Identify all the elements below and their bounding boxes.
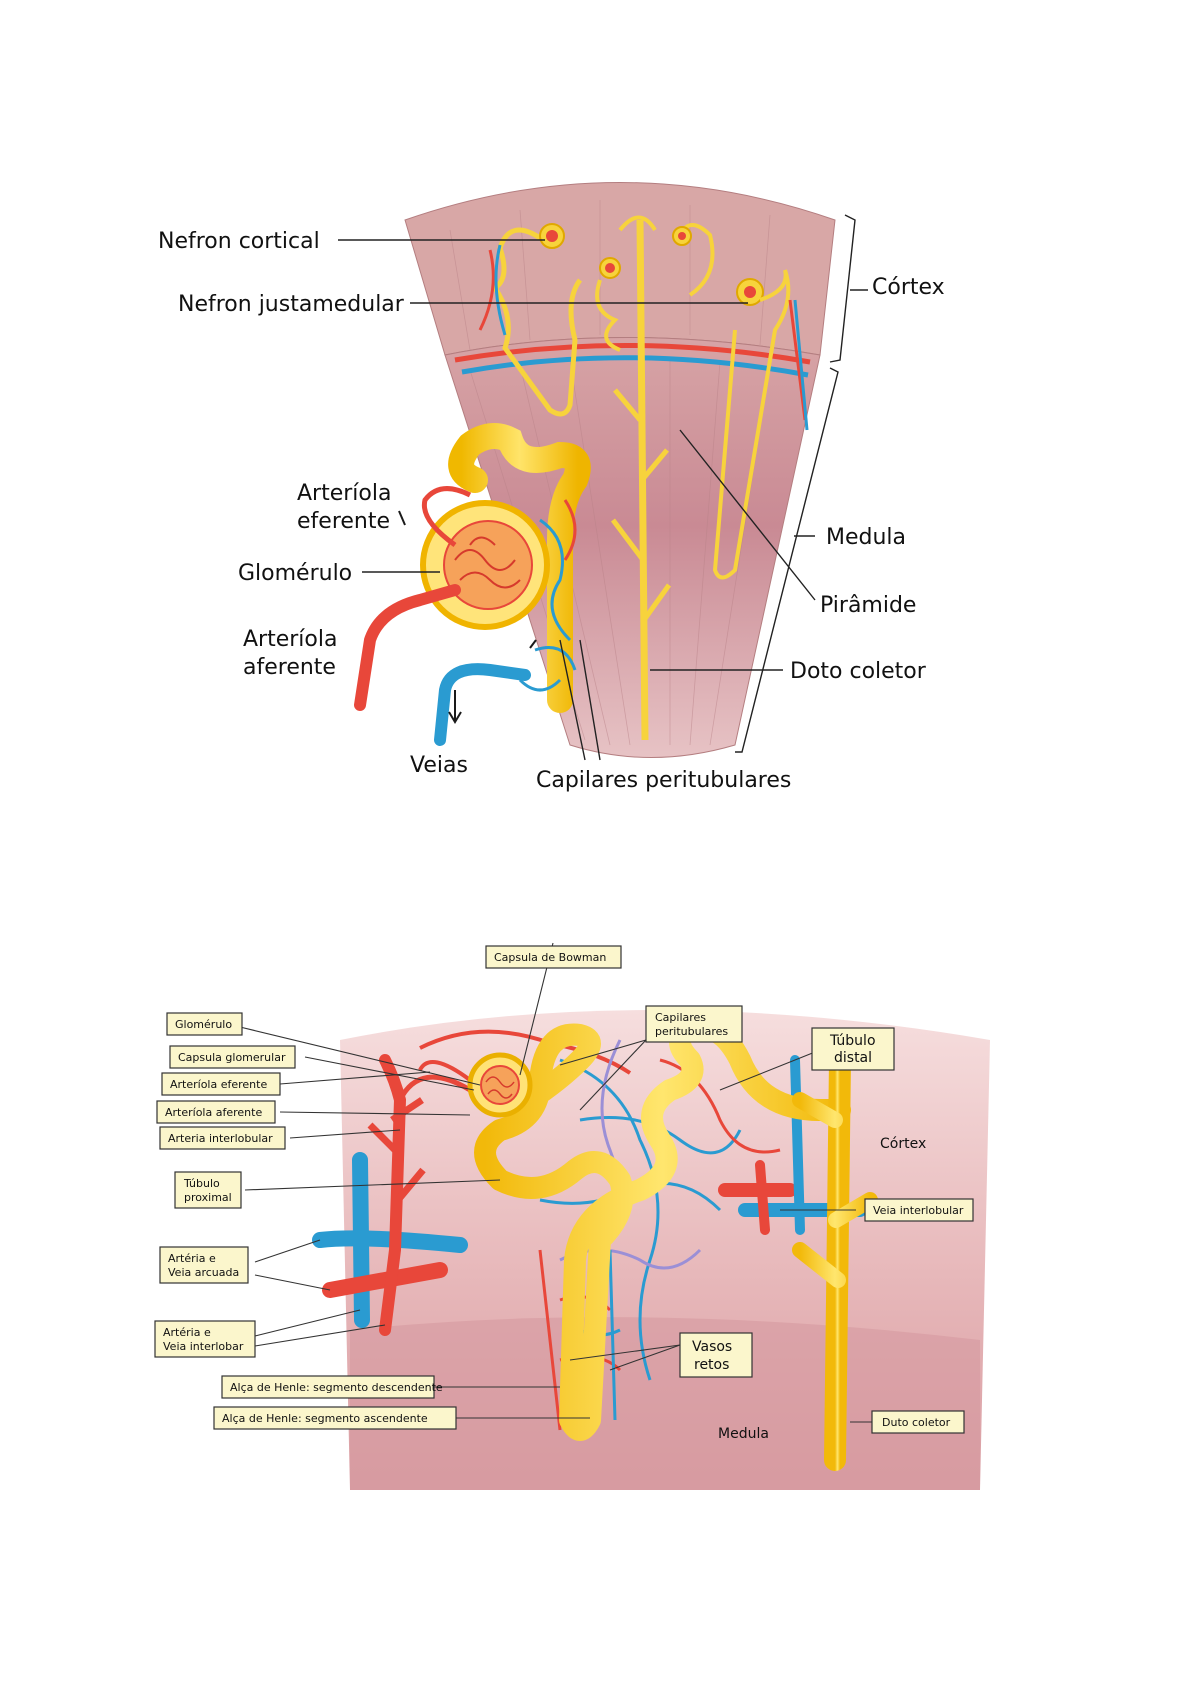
label-box-arteriola-aferente (156, 1100, 276, 1124)
label-box-capilares-peritubulares (645, 1005, 743, 1043)
label-vasos-retos-line1: Vasos (692, 1339, 732, 1355)
label-box-tubulo-distal (811, 1027, 895, 1071)
nephron-detail-diagram: Capsula de Bowman Glomérulo Capsula glom… (154, 942, 990, 1490)
label-doto-coletor: Doto coletor (790, 659, 927, 684)
label-alca-descendente: Alça de Henle: segmento descendente (230, 1381, 443, 1394)
label-box-alca-descendente (221, 1375, 435, 1399)
medulla-band (350, 1317, 980, 1490)
arteriola-aferente-vessel (397, 1074, 472, 1102)
label-cortex-2: Córtex (880, 1136, 926, 1152)
label-capilares-peritubulares-line2: peritubulares (655, 1025, 728, 1038)
glomerulo-shape (480, 1065, 520, 1105)
arcuate-artery (454, 342, 811, 365)
label-veias: Veias (410, 753, 468, 778)
afferent-arteriole (354, 584, 461, 711)
label-arteria-veia-interlobar-line2: Veia interlobar (163, 1340, 244, 1353)
label-tubulo-distal-line2: distal (834, 1050, 872, 1066)
cortical-nephron (478, 223, 583, 417)
leader-lines (239, 942, 872, 1423)
label-capilares-peritubulares: Capilares peritubulares (536, 768, 791, 793)
collecting-duct (611, 215, 672, 741)
middle-nephrons (595, 223, 715, 352)
label-box-alca-ascendente (213, 1406, 457, 1430)
label-box-arteria-veia-interlobar (154, 1320, 256, 1358)
label-box-glomerulo (166, 1012, 243, 1036)
label-box-vasos-retos (679, 1332, 753, 1378)
label-capilares-peritubulares-line1: Capilares (655, 1011, 706, 1024)
label-glomerulo: Glomérulo (238, 561, 352, 586)
label-box-arteriola-eferente (161, 1072, 281, 1096)
label-arteria-veia-arcuada-line1: Artéria e (168, 1252, 216, 1265)
label-arteriola-eferente-line1: Arteríola (297, 481, 391, 506)
label-arteria-veia-arcuada-line2: Veia arcuada (168, 1266, 239, 1279)
label-box-arteria-veia-arcuada (159, 1246, 249, 1284)
peritubular-capillaries (518, 518, 577, 692)
label-tubulo-proximal-line1: Túbulo (183, 1177, 220, 1190)
arcuate-vein (461, 355, 809, 378)
label-box-veia-interlobular (864, 1198, 974, 1222)
label-capsula-glomerular: Capsula glomerular (178, 1051, 286, 1064)
peritubular-capillary-network (538, 1039, 781, 1431)
label-medula-2: Medula (718, 1426, 769, 1442)
label-alca-ascendente: Alça de Henle: segmento ascendente (222, 1412, 428, 1425)
label-medula: Medula (826, 525, 906, 550)
medula-bracket (735, 367, 839, 753)
label-capsula-bowman: Capsula de Bowman (494, 951, 606, 964)
label-tubulo-proximal-line2: proximal (184, 1191, 232, 1204)
cortex-bracket (829, 214, 856, 363)
label-box-capsula-glomerular (169, 1045, 296, 1069)
label-nefron-justamedular: Nefron justamedular (178, 292, 405, 317)
label-arteriola-aferente-line2: aferente (243, 655, 336, 680)
label-box-duto-coletor (871, 1410, 965, 1434)
label-arteriola-aferente-line1: Arteríola (243, 627, 337, 652)
juxtamedullary-nephron (712, 269, 809, 580)
label-box-tubulo-proximal (174, 1171, 242, 1209)
enlarged-nephron (354, 423, 591, 746)
label-arteria-veia-interlobar-line1: Artéria e (163, 1326, 211, 1339)
label-box-capsula-bowman (485, 945, 622, 969)
label-arteriola-aferente-2: Arteríola aferente (165, 1106, 262, 1119)
label-nefron-cortical: Nefron cortical (158, 229, 320, 254)
arteriola-eferente-vessel (418, 1060, 472, 1082)
label-duto-coletor: Duto coletor (882, 1416, 951, 1429)
label-piramide: Pirâmide (820, 593, 916, 618)
label-arteria-interlobular: Arteria interlobular (168, 1132, 273, 1145)
label-veia-interlobular: Veia interlobular (873, 1204, 964, 1217)
label-box-arteria-interlobular (159, 1126, 286, 1150)
label-arteriola-eferente-line2: eferente (297, 509, 390, 534)
efferent-arteriole (421, 486, 472, 548)
label-cortex: Córtex (872, 275, 945, 300)
label-arteriola-eferente-2: Arteríola eferente (170, 1078, 267, 1091)
kidney-pyramid-diagram: Nefron cortical Nefron justamedular Córt… (158, 182, 945, 793)
label-tubulo-distal-line1: Túbulo (829, 1033, 876, 1049)
label-vasos-retos-line2: retos (694, 1357, 729, 1373)
arcuate-interlobar-vessels (312, 1054, 867, 1336)
label-glomerulo-2: Glomérulo (175, 1018, 232, 1031)
vein (434, 663, 531, 746)
